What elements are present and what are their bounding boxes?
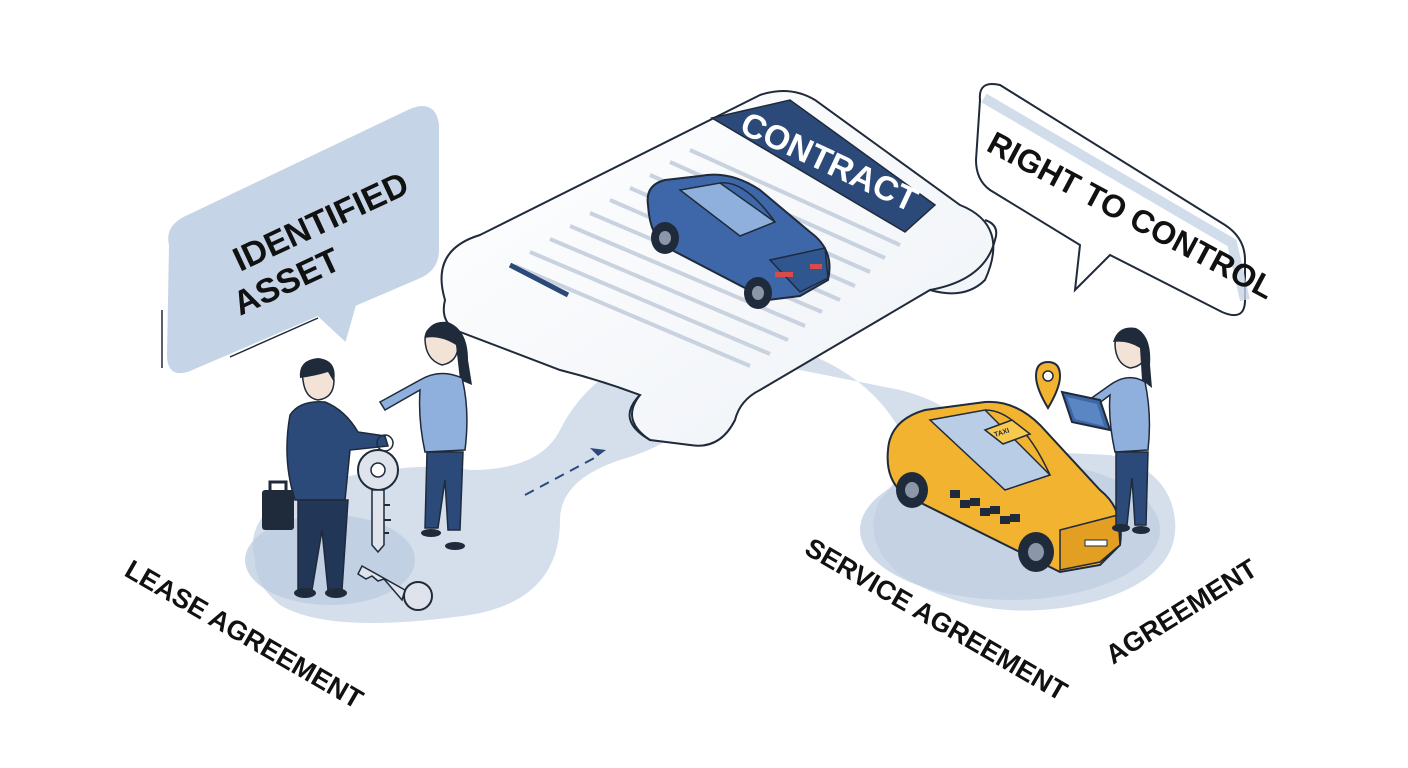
- contract-signature-line: [508, 262, 570, 298]
- taxi-sign-text: TAXI: [993, 427, 1010, 438]
- key-on-ground-icon: [357, 564, 433, 611]
- bubble-text-right-to-control: RIGHT TO CONTROL: [982, 124, 1281, 306]
- briefcase-icon: [262, 480, 294, 530]
- lease-handover-scene: [262, 321, 472, 611]
- taxi-checker-stripe: [950, 490, 1020, 524]
- blue-car: [646, 173, 831, 309]
- taxi-roof-sign: TAXI: [983, 419, 1032, 445]
- location-pin-icon: [1034, 360, 1062, 410]
- key-icon: [357, 434, 399, 554]
- right-to-control-bubble: RIGHT TO CONTROL: [974, 83, 1281, 316]
- tablet-icon: [1060, 390, 1112, 432]
- taxi-car: TAXI: [886, 400, 1122, 574]
- man-with-briefcase: [262, 358, 389, 598]
- woman-giving-keys: [378, 321, 472, 550]
- identified-asset-bubble: IDENTIFIED ASSET: [161, 106, 439, 374]
- contract-document: CONTRACT: [440, 90, 998, 447]
- controller-woman: [1034, 327, 1152, 534]
